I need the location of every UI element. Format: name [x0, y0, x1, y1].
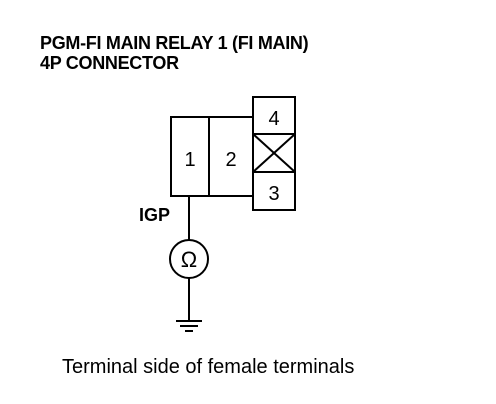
terminal-3-label: 3 [268, 183, 279, 205]
diagram-caption: Terminal side of female terminals [62, 356, 355, 378]
diagram-title: PGM-FI MAIN RELAY 1 (FI MAIN) 4P CONNECT… [40, 33, 309, 73]
terminal-stack [252, 96, 296, 211]
terminal-1-label: 1 [184, 149, 195, 171]
connector-housing [170, 116, 254, 197]
blank-terminal-icon [252, 133, 296, 173]
probe-label: IGP [139, 205, 170, 225]
terminal-4-label: 4 [268, 108, 279, 130]
connector-body [170, 96, 296, 211]
ohm-symbol: Ω [181, 247, 197, 272]
ground-icon [176, 320, 202, 332]
title-line-2: 4P CONNECTOR [40, 53, 179, 73]
title-line-1: PGM-FI MAIN RELAY 1 (FI MAIN) [40, 33, 309, 53]
terminal-2-label: 2 [225, 149, 236, 171]
ohmmeter-icon: Ω [169, 239, 209, 279]
